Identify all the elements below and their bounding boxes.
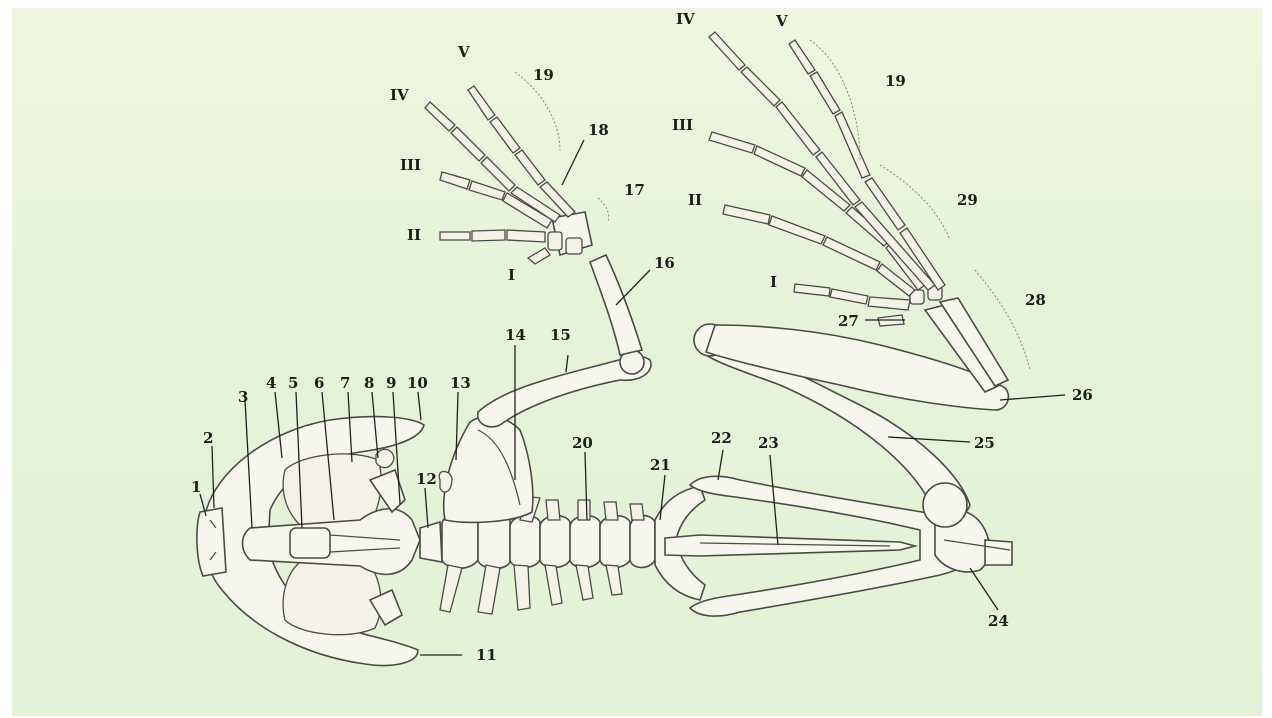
label-19-hind: 19 <box>885 72 906 90</box>
label-11: 11 <box>476 646 497 664</box>
fore-digit-I: I <box>508 266 515 284</box>
fore-digit-IV: IV <box>390 86 409 104</box>
label-24: 24 <box>988 612 1009 630</box>
label-29: 29 <box>957 191 978 209</box>
vertebra <box>570 500 600 600</box>
label-23: 23 <box>758 434 779 452</box>
vertebra <box>600 502 630 595</box>
hind-digit-IV: IV <box>676 10 695 28</box>
fore-digit-III: III <box>400 156 421 174</box>
fore-digit-II: II <box>407 226 421 244</box>
label-22: 22 <box>711 429 732 447</box>
label-20: 20 <box>572 434 593 452</box>
label-18: 18 <box>588 121 609 139</box>
label-25: 25 <box>974 434 995 452</box>
skull <box>197 417 424 666</box>
vertebra <box>540 500 570 605</box>
pectoral-girdle <box>439 416 533 522</box>
label-21: 21 <box>650 456 671 474</box>
label-3: 3 <box>238 388 248 406</box>
label-2: 2 <box>203 429 213 447</box>
vertebra <box>478 514 510 614</box>
label-15: 15 <box>550 326 571 344</box>
vertebra <box>630 504 655 568</box>
label-12: 12 <box>416 470 437 488</box>
label-26: 26 <box>1072 386 1093 404</box>
label-14: 14 <box>505 326 526 344</box>
label-1: 1 <box>191 478 201 496</box>
fore-digit-V: V <box>457 43 470 61</box>
label-9: 9 <box>386 374 396 392</box>
label-6: 6 <box>314 374 324 392</box>
label-8: 8 <box>364 374 374 392</box>
label-13: 13 <box>450 374 471 392</box>
label-4: 4 <box>266 374 276 392</box>
hindlimb <box>694 32 1008 527</box>
label-7: 7 <box>340 374 350 392</box>
label-16: 16 <box>654 254 675 272</box>
label-17: 17 <box>624 181 645 199</box>
label-10: 10 <box>407 374 428 392</box>
hind-digit-I: I <box>770 273 777 291</box>
hind-digit-III: III <box>672 116 693 134</box>
label-5: 5 <box>288 374 298 392</box>
label-28: 28 <box>1025 291 1046 309</box>
hind-digit-V: V <box>775 12 788 30</box>
label-19-fore: 19 <box>533 66 554 84</box>
vertebra <box>440 513 478 612</box>
hind-digit-II: II <box>688 191 702 209</box>
label-27: 27 <box>838 312 859 330</box>
